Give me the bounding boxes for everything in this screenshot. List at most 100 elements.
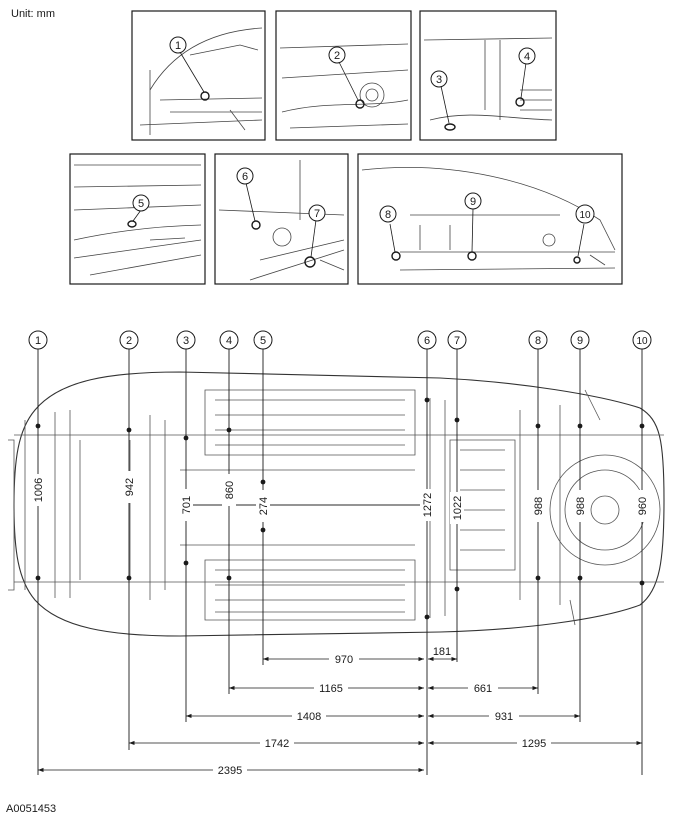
point-3-height-label: 701 (181, 496, 193, 514)
point-7-group: 7 1022 (447, 330, 467, 662)
dim-970: 970 (335, 654, 353, 666)
point-3-callout-label: 3 (183, 335, 189, 347)
detail-callout-9: 9 (464, 192, 482, 210)
detail-view-2 (275, 10, 412, 141)
point-2-upper-marker (126, 427, 132, 433)
point-8-callout (528, 330, 548, 350)
detail-callout-3: 3 (430, 70, 448, 88)
point-3-upper-marker (183, 435, 189, 441)
svg-text:5: 5 (138, 198, 144, 210)
detail-view-8-9-10 (357, 153, 623, 285)
point-1-height-label-bg (31, 474, 45, 506)
point-7-callout (447, 330, 467, 350)
point-9-lower-marker (577, 575, 583, 581)
unit-label: Unit: mm (11, 8, 55, 20)
point-9-callout-label: 9 (577, 335, 583, 347)
point-1-group: 1 1006 (28, 330, 48, 775)
point-9-callout (570, 330, 590, 350)
point-2-height-label-bg (122, 471, 136, 503)
point-7-height-label: 1022 (452, 496, 464, 520)
detail-callout-5: 5 (132, 194, 150, 212)
point-8-upper-marker (535, 423, 541, 429)
detail-view-6-7 (214, 153, 349, 285)
point-9-upper-marker (577, 423, 583, 429)
point-6-callout-label: 6 (424, 335, 430, 347)
dim-661: 661 (474, 683, 492, 695)
detail-callout-10: 10 (575, 204, 595, 224)
point-3-height-label-bg (179, 489, 193, 521)
dim-1295: 1295 (522, 738, 546, 750)
svg-text:6: 6 (242, 171, 248, 183)
svg-text:3: 3 (436, 74, 442, 86)
svg-text:1: 1 (175, 40, 181, 52)
point-4-height-label-bg (222, 474, 236, 506)
point-2-callout (119, 330, 139, 350)
detail-callout-6: 6 (236, 167, 254, 185)
point-10-height-label: 960 (637, 497, 649, 515)
svg-text:2: 2 (334, 50, 340, 62)
point-10-height-label-bg (635, 490, 649, 522)
point-4-callout (219, 330, 239, 350)
point-5-height-label-bg (256, 490, 270, 522)
point-6-lower-marker (424, 614, 430, 620)
dim-181: 181 (433, 646, 451, 658)
point-5-callout-label: 5 (260, 335, 266, 347)
point-6-callout (417, 330, 437, 350)
point-4-upper-marker (226, 427, 232, 433)
detail-callout-4: 4 (518, 47, 536, 65)
point-1-callout-label: 1 (35, 335, 41, 347)
point-6-group: 6 1272 (417, 330, 437, 775)
point-8-callout-label: 8 (535, 335, 541, 347)
point-3-callout (176, 330, 196, 350)
point-2-lower-marker (126, 575, 132, 581)
detail-callout-8: 8 (379, 205, 397, 223)
svg-text:4: 4 (524, 51, 530, 63)
point-5-group: 5 274 (253, 330, 273, 665)
point-5-callout (253, 330, 273, 350)
svg-text:8: 8 (385, 209, 391, 221)
dim-931: 931 (495, 711, 513, 723)
point-4-height-label: 860 (224, 481, 236, 499)
svg-text:10: 10 (579, 210, 591, 221)
point-6-upper-marker (424, 397, 430, 403)
point-8-lower-marker (535, 575, 541, 581)
point-10-callout (632, 330, 652, 350)
point-7-height-label-bg (450, 492, 464, 524)
point-1-height-label: 1006 (33, 478, 45, 502)
point-7-callout-label: 7 (454, 335, 460, 347)
point-5-height-label: 274 (258, 497, 270, 515)
detail-callout-2: 2 (328, 46, 346, 64)
point-2-height-label: 942 (124, 478, 136, 496)
detail-callout-7: 7 (308, 204, 326, 222)
point-10-callout-label: 10 (636, 336, 648, 347)
dimension-labels: 970 181 1165 661 1408 931 1742 1295 2395 (213, 645, 551, 777)
point-3-group: 3 701 (176, 330, 196, 722)
dim-1165: 1165 (319, 683, 343, 695)
point-5-upper-marker (260, 479, 266, 485)
svg-text:7: 7 (314, 208, 320, 220)
point-9-height-label-bg (573, 490, 587, 522)
vehicle-underbody (8, 371, 665, 637)
point-1-callout (28, 330, 48, 350)
point-7-lower-marker (454, 586, 460, 592)
point-7-upper-marker (454, 417, 460, 423)
point-6-height-label: 1272 (422, 493, 434, 517)
point-10-upper-marker (639, 423, 645, 429)
point-3-lower-marker (183, 560, 189, 566)
point-10-lower-marker (639, 580, 645, 586)
point-8-height-label: 988 (533, 497, 545, 515)
point-1-upper-marker (35, 423, 41, 429)
point-4-lower-marker (226, 575, 232, 581)
point-5-lower-marker (260, 527, 266, 533)
detail-view-3 (419, 10, 557, 141)
point-10-group: 10 960 (632, 330, 652, 775)
detail-view-5 (69, 153, 206, 285)
point-2-group: 2 942 (119, 330, 139, 750)
dim-1408: 1408 (297, 711, 321, 723)
detail-callout-1: 1 (169, 36, 187, 54)
point-2-callout-label: 2 (126, 335, 132, 347)
point-8-group: 8 988 (528, 330, 548, 694)
